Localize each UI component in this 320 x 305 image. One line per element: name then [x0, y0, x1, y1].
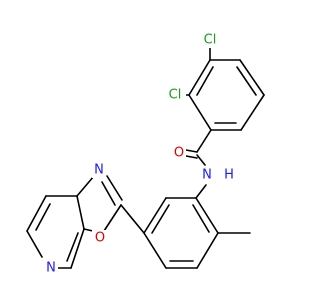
bond [240, 94, 265, 131]
bond [76, 175, 95, 197]
molecule-canvas: Cl Cl O N H N O N [26, 32, 265, 276]
carbonyl-double-bond [185, 155, 198, 159]
carbonyl-double-bond [185, 149, 198, 153]
aromatic-inner-bond [35, 203, 51, 231]
bond [195, 184, 207, 199]
chlorine-label: Cl [169, 88, 182, 103]
bond [143, 232, 167, 269]
oxazole-nitrogen-label: N [94, 163, 104, 178]
bond [195, 197, 219, 234]
bond [103, 204, 122, 232]
oxazole-ring [76, 175, 123, 232]
bond [83, 228, 94, 232]
aromatic-inner-bond [192, 204, 210, 233]
bond [188, 94, 212, 131]
bond [101, 181, 116, 206]
bond [70, 228, 85, 269]
bond [143, 197, 167, 234]
bond [120, 204, 145, 234]
pyridine-nitrogen-label: N [46, 261, 56, 276]
bond [239, 59, 265, 96]
aromatic-inner-bond [66, 232, 79, 262]
dichlorophenyl-ring [188, 59, 265, 131]
bond [196, 129, 212, 153]
bond [76, 195, 85, 230]
bond [26, 230, 43, 258]
bond [188, 59, 211, 96]
bond [196, 154, 206, 166]
aromatic-inner-bond [236, 66, 257, 96]
bond [106, 175, 123, 201]
bond [26, 195, 47, 232]
amide-hydrogen-label: H [224, 168, 234, 183]
amide-nitrogen-label: N [202, 168, 212, 183]
oxazole-oxygen-label: O [95, 231, 105, 246]
pyridine-ring [26, 195, 85, 269]
oxygen-label: O [174, 146, 184, 161]
chlorine-label: Cl [204, 33, 217, 48]
aromatic-inner-bond [151, 204, 170, 234]
aromatic-inner-bond [196, 66, 214, 96]
tolyl-ring [143, 197, 219, 269]
structure-diagram: Cl Cl O N H N O N [26, 32, 265, 276]
bond [196, 232, 219, 269]
